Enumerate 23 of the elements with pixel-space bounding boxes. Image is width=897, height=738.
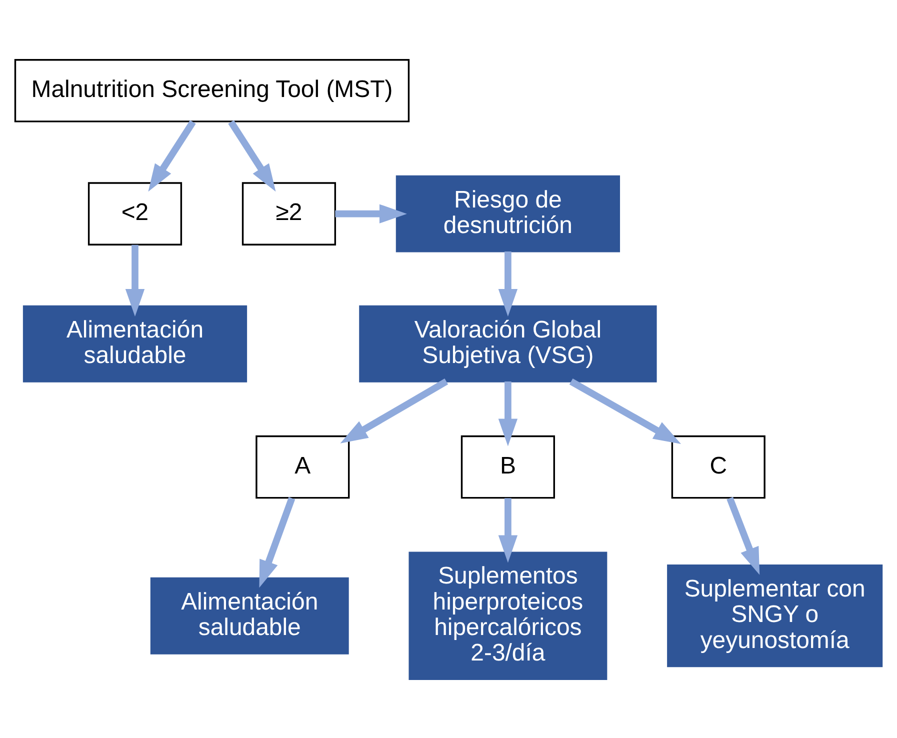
arrow	[569, 378, 682, 444]
node-box: ≥2	[242, 182, 336, 245]
node-box: C	[671, 434, 766, 498]
arrow	[335, 204, 407, 223]
arrow	[498, 250, 518, 316]
arrow	[340, 378, 448, 443]
node-box: Alimentación saludable	[150, 576, 349, 654]
node-box: Alimentación saludable	[22, 304, 248, 382]
node-box: <2	[88, 182, 182, 245]
node-box: Malnutrition Screening Tool (MST)	[14, 58, 410, 122]
arrow	[148, 120, 196, 192]
arrow	[498, 380, 518, 446]
node-box: Suplementar con SNGY o yeyunostomía	[667, 564, 883, 667]
node-box: Valoración Global Subjetiva (VSG)	[359, 304, 657, 382]
node-box: B	[460, 434, 555, 498]
node-box: Suplementos hiperproteicos hipercalóricos 2-3/día	[408, 551, 608, 680]
arrow	[125, 244, 145, 316]
arrow	[498, 498, 518, 562]
arrow	[259, 496, 296, 588]
node-box: A	[256, 434, 350, 498]
arrow	[726, 496, 760, 574]
arrow	[228, 120, 276, 192]
node-box: Riesgo de desnutrición	[396, 174, 620, 252]
